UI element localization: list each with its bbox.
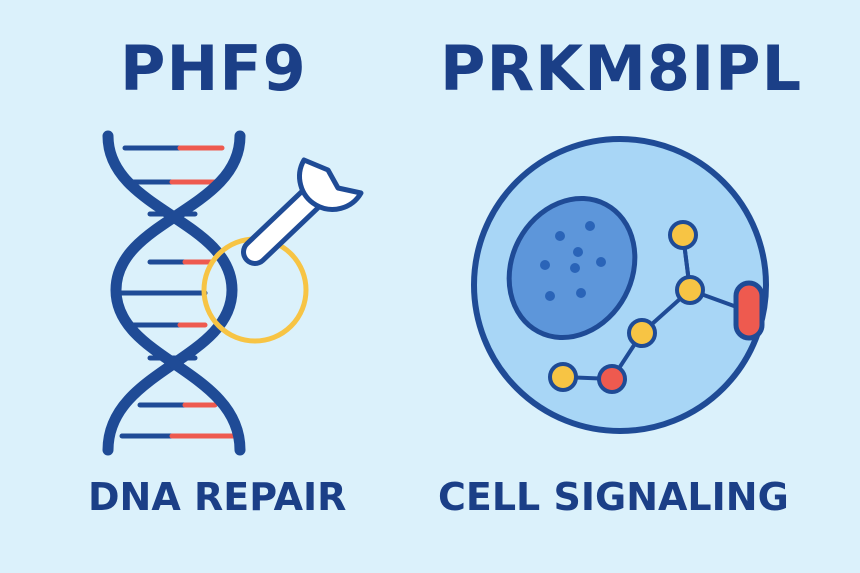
- gene-title-phf9: PHF9: [120, 32, 307, 105]
- gene-title-prkm8ipl: PRKM8IPL: [440, 32, 803, 105]
- dna-helix-icon: [102, 130, 246, 456]
- caption-cell-signaling: CELL SIGNALING: [438, 475, 789, 519]
- wrench-icon: [241, 157, 364, 266]
- membrane-receptor-icon: [733, 280, 765, 341]
- caption-dna-repair: DNA REPAIR: [88, 475, 347, 519]
- nucleus-icon: [506, 195, 638, 341]
- signaling-pathway-icon: [548, 220, 746, 394]
